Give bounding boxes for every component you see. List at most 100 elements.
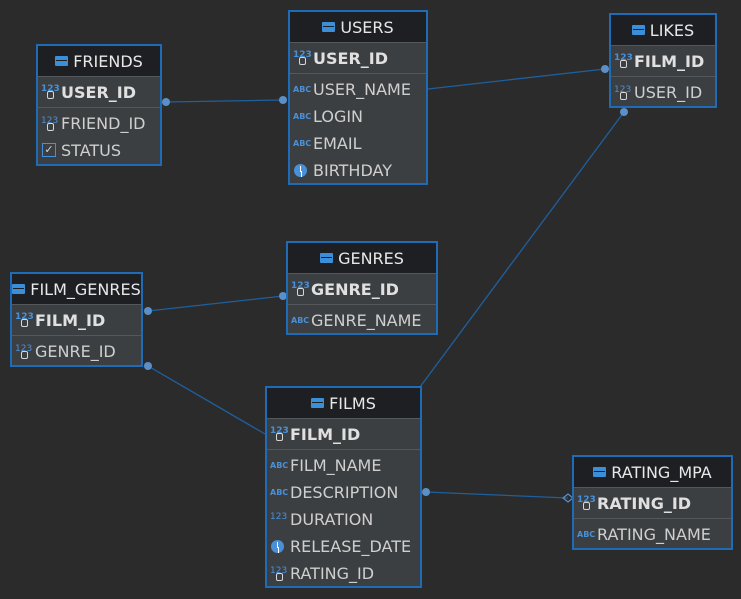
entity-header: LIKES	[611, 15, 715, 46]
column-name: USER_NAME	[313, 80, 411, 99]
entity-header: FILMS	[267, 388, 420, 419]
table-icon	[320, 253, 334, 263]
pk-row[interactable]: USER_ID	[38, 77, 160, 108]
entity-users[interactable]: USERS USER_ID USER_NAME LOGIN EMAIL BIRT…	[288, 10, 428, 185]
column-name: RATING_NAME	[597, 525, 711, 544]
entity-title: GENRES	[338, 248, 404, 268]
pk-row[interactable]: RATING_ID	[574, 488, 731, 519]
checkbox-icon	[41, 142, 58, 159]
pk-row[interactable]: USER_ID	[290, 43, 426, 74]
entity-header: GENRES	[288, 243, 436, 274]
column-row[interactable]: LOGIN	[290, 103, 426, 130]
column-name: FILM_ID	[634, 51, 705, 71]
table-icon	[322, 22, 336, 32]
link-films-rating	[425, 491, 569, 499]
table-icon	[631, 25, 645, 35]
column-name: GENRE_ID	[35, 342, 116, 361]
text-type-icon	[293, 82, 311, 98]
link-users-likes	[427, 68, 606, 90]
column-row[interactable]: RATING_NAME	[574, 521, 731, 548]
clock-icon	[270, 539, 287, 555]
numeric-key-icon	[41, 81, 60, 100]
entity-friends[interactable]: FRIENDS USER_ID FRIEND_ID STATUS	[36, 44, 162, 166]
numeric-key-icon	[270, 563, 287, 582]
entity-film-genres[interactable]: FILM_GENRES FILM_ID GENRE_ID	[10, 272, 143, 367]
clock-icon	[293, 163, 310, 179]
numeric-key-icon	[293, 47, 312, 66]
column-name: STATUS	[61, 141, 122, 160]
entity-title: LIKES	[649, 20, 695, 40]
numeric-key-icon	[270, 423, 289, 442]
link-dot	[601, 65, 609, 73]
column-name: RELEASE_DATE	[290, 537, 412, 556]
column-name: USER_ID	[313, 48, 388, 68]
column-name: EMAIL	[313, 134, 362, 153]
column-name: FILM_ID	[290, 424, 361, 444]
entity-header: FRIENDS	[38, 46, 160, 77]
column-row[interactable]: DURATION	[267, 506, 420, 533]
column-row[interactable]: BIRTHDAY	[290, 157, 426, 184]
entity-header: FILM_GENRES	[12, 274, 141, 305]
numeric-key-icon	[41, 113, 58, 132]
link-friends-users	[165, 99, 284, 103]
table-icon	[593, 467, 607, 477]
numeric-key-icon	[291, 278, 310, 297]
column-row[interactable]: FILM_NAME	[267, 452, 420, 479]
pk-row[interactable]: FILM_ID	[611, 46, 715, 77]
entity-likes[interactable]: LIKES FILM_ID USER_ID	[609, 13, 717, 108]
entity-films[interactable]: FILMS FILM_ID FILM_NAME DESCRIPTION DURA…	[265, 386, 422, 588]
column-row[interactable]: STATUS	[38, 137, 160, 164]
column-name: DESCRIPTION	[290, 483, 399, 502]
column-row[interactable]: USER_NAME	[290, 76, 426, 103]
pk-row[interactable]: FILM_ID	[267, 419, 420, 450]
entity-title: FILM_GENRES	[30, 279, 141, 299]
column-name: BIRTHDAY	[313, 161, 392, 180]
table-icon	[311, 398, 325, 408]
text-type-icon	[270, 458, 288, 474]
entity-header: USERS	[290, 12, 426, 43]
text-type-icon	[270, 485, 288, 501]
column-name: DURATION	[290, 510, 374, 529]
column-row[interactable]: GENRE_NAME	[288, 307, 436, 334]
link-dot	[422, 488, 430, 496]
column-name: GENRE_NAME	[311, 311, 422, 330]
column-name: USER_ID	[61, 82, 136, 102]
link-dot	[144, 307, 152, 315]
entity-rating-mpa[interactable]: RATING_MPA RATING_ID RATING_NAME	[572, 455, 733, 550]
entity-title: RATING_MPA	[611, 462, 712, 482]
link-dot	[620, 108, 628, 116]
entity-genres[interactable]: GENRES GENRE_ID GENRE_NAME	[286, 241, 438, 335]
entity-title: FRIENDS	[73, 51, 143, 71]
pk-row[interactable]: FILM_ID	[12, 305, 141, 336]
text-type-icon	[291, 313, 309, 329]
link-dot	[144, 362, 152, 370]
table-icon	[55, 56, 69, 66]
link-filmgenres-films	[147, 365, 266, 435]
entity-title: USERS	[340, 17, 394, 37]
column-row[interactable]: EMAIL	[290, 130, 426, 157]
column-name: RATING_ID	[290, 564, 375, 583]
column-name: GENRE_ID	[311, 279, 399, 299]
column-name: FILM_NAME	[290, 456, 382, 475]
column-row[interactable]: GENRE_ID	[12, 338, 141, 365]
column-row[interactable]: FRIEND_ID	[38, 110, 160, 137]
column-row[interactable]: USER_ID	[611, 79, 715, 106]
text-type-icon	[293, 136, 311, 152]
numeric-key-icon	[614, 82, 631, 101]
numeric-key-icon	[15, 309, 34, 328]
link-dot	[162, 98, 170, 106]
column-name: RATING_ID	[597, 493, 692, 513]
column-row[interactable]: DESCRIPTION	[267, 479, 420, 506]
link-filmgenres-genres	[147, 295, 284, 312]
link-dot	[279, 96, 287, 104]
numeric-key-icon	[614, 50, 633, 69]
entity-title: FILMS	[329, 393, 376, 413]
column-name: LOGIN	[313, 107, 364, 126]
column-row[interactable]: RELEASE_DATE	[267, 533, 420, 560]
numeric-type-icon	[270, 509, 287, 528]
column-row[interactable]: RATING_ID	[267, 560, 420, 587]
numeric-key-icon	[577, 492, 596, 511]
text-type-icon	[293, 109, 311, 125]
pk-row[interactable]: GENRE_ID	[288, 274, 436, 305]
